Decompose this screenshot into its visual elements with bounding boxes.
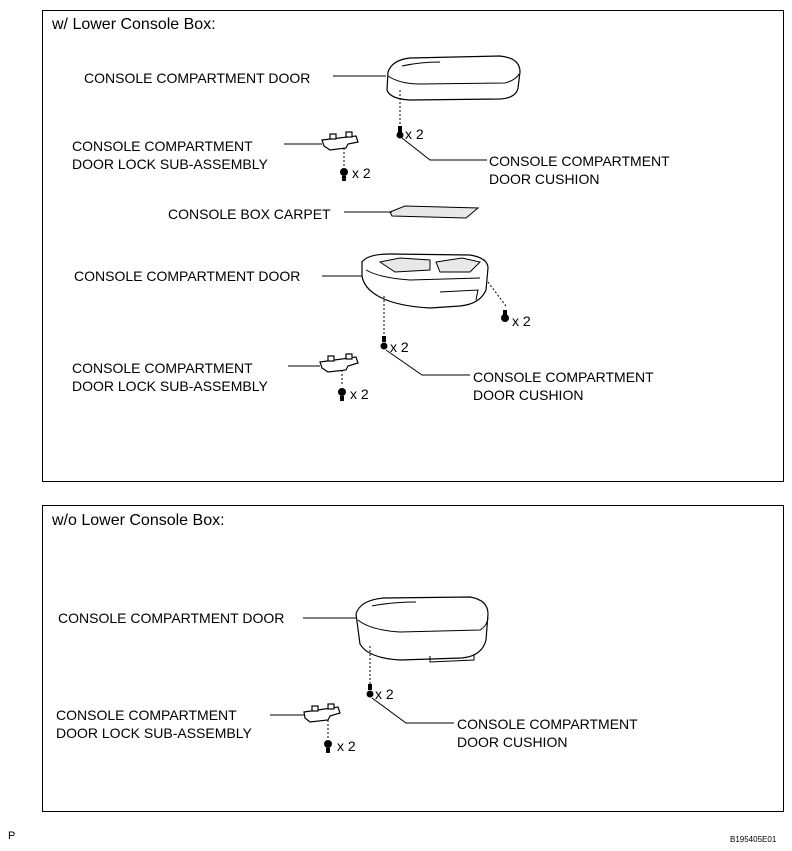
panel-with-title: w/ Lower Console Box: [52,16,216,33]
label-lock-bot-line2: DOOR LOCK SUB-ASSEMBLY [72,378,268,394]
console-compartment-door-mid-part [361,253,489,309]
door-lock-sub-assembly-2-part [303,703,341,723]
qty-cushion-bot: x 2 [390,339,409,355]
qty-cushion-top: x 2 [405,126,424,142]
leader-cushion-top [401,137,487,161]
qty-lock-2: x 2 [337,738,356,754]
leader-cushion-bot [385,349,470,376]
label-cushion-2-line2: DOOR CUSHION [457,734,568,750]
label-lock-top-line1: CONSOLE COMPARTMENT [72,138,253,154]
label-cushion-bot-line2: DOOR CUSHION [473,387,584,403]
qty-lock-bot: x 2 [350,386,369,402]
label-cushion-2-line1: CONSOLE COMPARTMENT [457,716,638,732]
console-compartment-door-top-part [386,55,521,101]
door-lock-sub-assembly-top-part [321,131,359,151]
qty-cushion-2: x 2 [375,686,394,702]
label-door-mid: CONSOLE COMPARTMENT DOOR [74,268,301,284]
door-lock-sub-assembly-bot-part [319,353,359,373]
screw-lock-bot-icon [338,388,346,401]
qty-box-side: x 2 [512,313,531,329]
dash-box-side [487,281,507,307]
screw-cushion-top-icon [396,126,404,139]
label-lock-bot-line1: CONSOLE COMPARTMENT [72,360,253,376]
label-door-2: CONSOLE COMPARTMENT DOOR [58,610,285,626]
screw-cushion-bot-icon [380,336,388,350]
label-door-top: CONSOLE COMPARTMENT DOOR [84,70,311,86]
console-compartment-door-2-part [355,596,489,663]
figure-id: B195405E01 [730,835,777,844]
label-cushion-top-line2: DOOR CUSHION [489,171,600,187]
label-lock-top-line2: DOOR LOCK SUB-ASSEMBLY [72,156,268,172]
screw-cushion-2-icon [366,684,374,698]
label-lock-2-line2: DOOR LOCK SUB-ASSEMBLY [56,725,252,741]
label-cushion-top-line1: CONSOLE COMPARTMENT [489,153,670,169]
screw-box-side-icon [501,310,509,322]
leader-cushion-2 [371,697,454,724]
qty-lock-top: x 2 [352,165,371,181]
panel-without-title: w/o Lower Console Box: [52,512,225,529]
label-carpet: CONSOLE BOX CARPET [168,206,331,222]
label-cushion-bot-line1: CONSOLE COMPARTMENT [473,369,654,385]
console-box-carpet-part [389,205,480,219]
screw-lock-top-icon [340,168,348,181]
label-lock-2-line1: CONSOLE COMPARTMENT [56,707,237,723]
screw-lock-2-icon [324,740,332,753]
footer-left-mark: P [8,830,16,842]
